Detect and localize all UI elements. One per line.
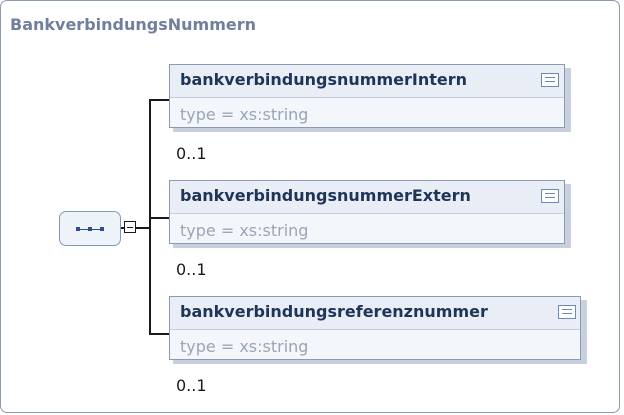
element-type: type = xs:string bbox=[180, 105, 309, 124]
connector-branch-1 bbox=[149, 99, 170, 101]
element-type: type = xs:string bbox=[180, 221, 309, 240]
element-name: bankverbindungsreferenznummer bbox=[180, 302, 488, 321]
element-box-2[interactable]: bankverbindungsnummerExtern type = xs:st… bbox=[169, 180, 565, 244]
element-header bbox=[170, 65, 564, 98]
connector-branch-3 bbox=[149, 333, 170, 335]
element-header bbox=[170, 181, 564, 214]
element-type: type = xs:string bbox=[180, 337, 309, 356]
diagram-title: BankverbindungsNummern bbox=[10, 15, 256, 34]
documentation-icon[interactable] bbox=[541, 189, 559, 203]
connector-seq-stub bbox=[121, 227, 125, 229]
element-cardinality: 0..1 bbox=[176, 260, 207, 279]
connector-stub bbox=[136, 227, 150, 229]
collapse-minus-icon[interactable] bbox=[124, 221, 136, 233]
element-cardinality: 0..1 bbox=[176, 376, 207, 395]
element-box-3[interactable]: bankverbindungsreferenznummer type = xs:… bbox=[169, 296, 581, 360]
element-header bbox=[170, 297, 580, 330]
element-box-1[interactable]: bankverbindungsnummerIntern type = xs:st… bbox=[169, 64, 565, 128]
element-name: bankverbindungsnummerIntern bbox=[180, 70, 467, 89]
connector-branch-2 bbox=[149, 217, 170, 219]
documentation-icon[interactable] bbox=[558, 305, 576, 319]
element-name: bankverbindungsnummerExtern bbox=[180, 186, 471, 205]
element-cardinality: 0..1 bbox=[176, 144, 207, 163]
sequence-compositor[interactable] bbox=[59, 211, 121, 246]
documentation-icon[interactable] bbox=[541, 73, 559, 87]
sequence-icon bbox=[76, 227, 104, 231]
